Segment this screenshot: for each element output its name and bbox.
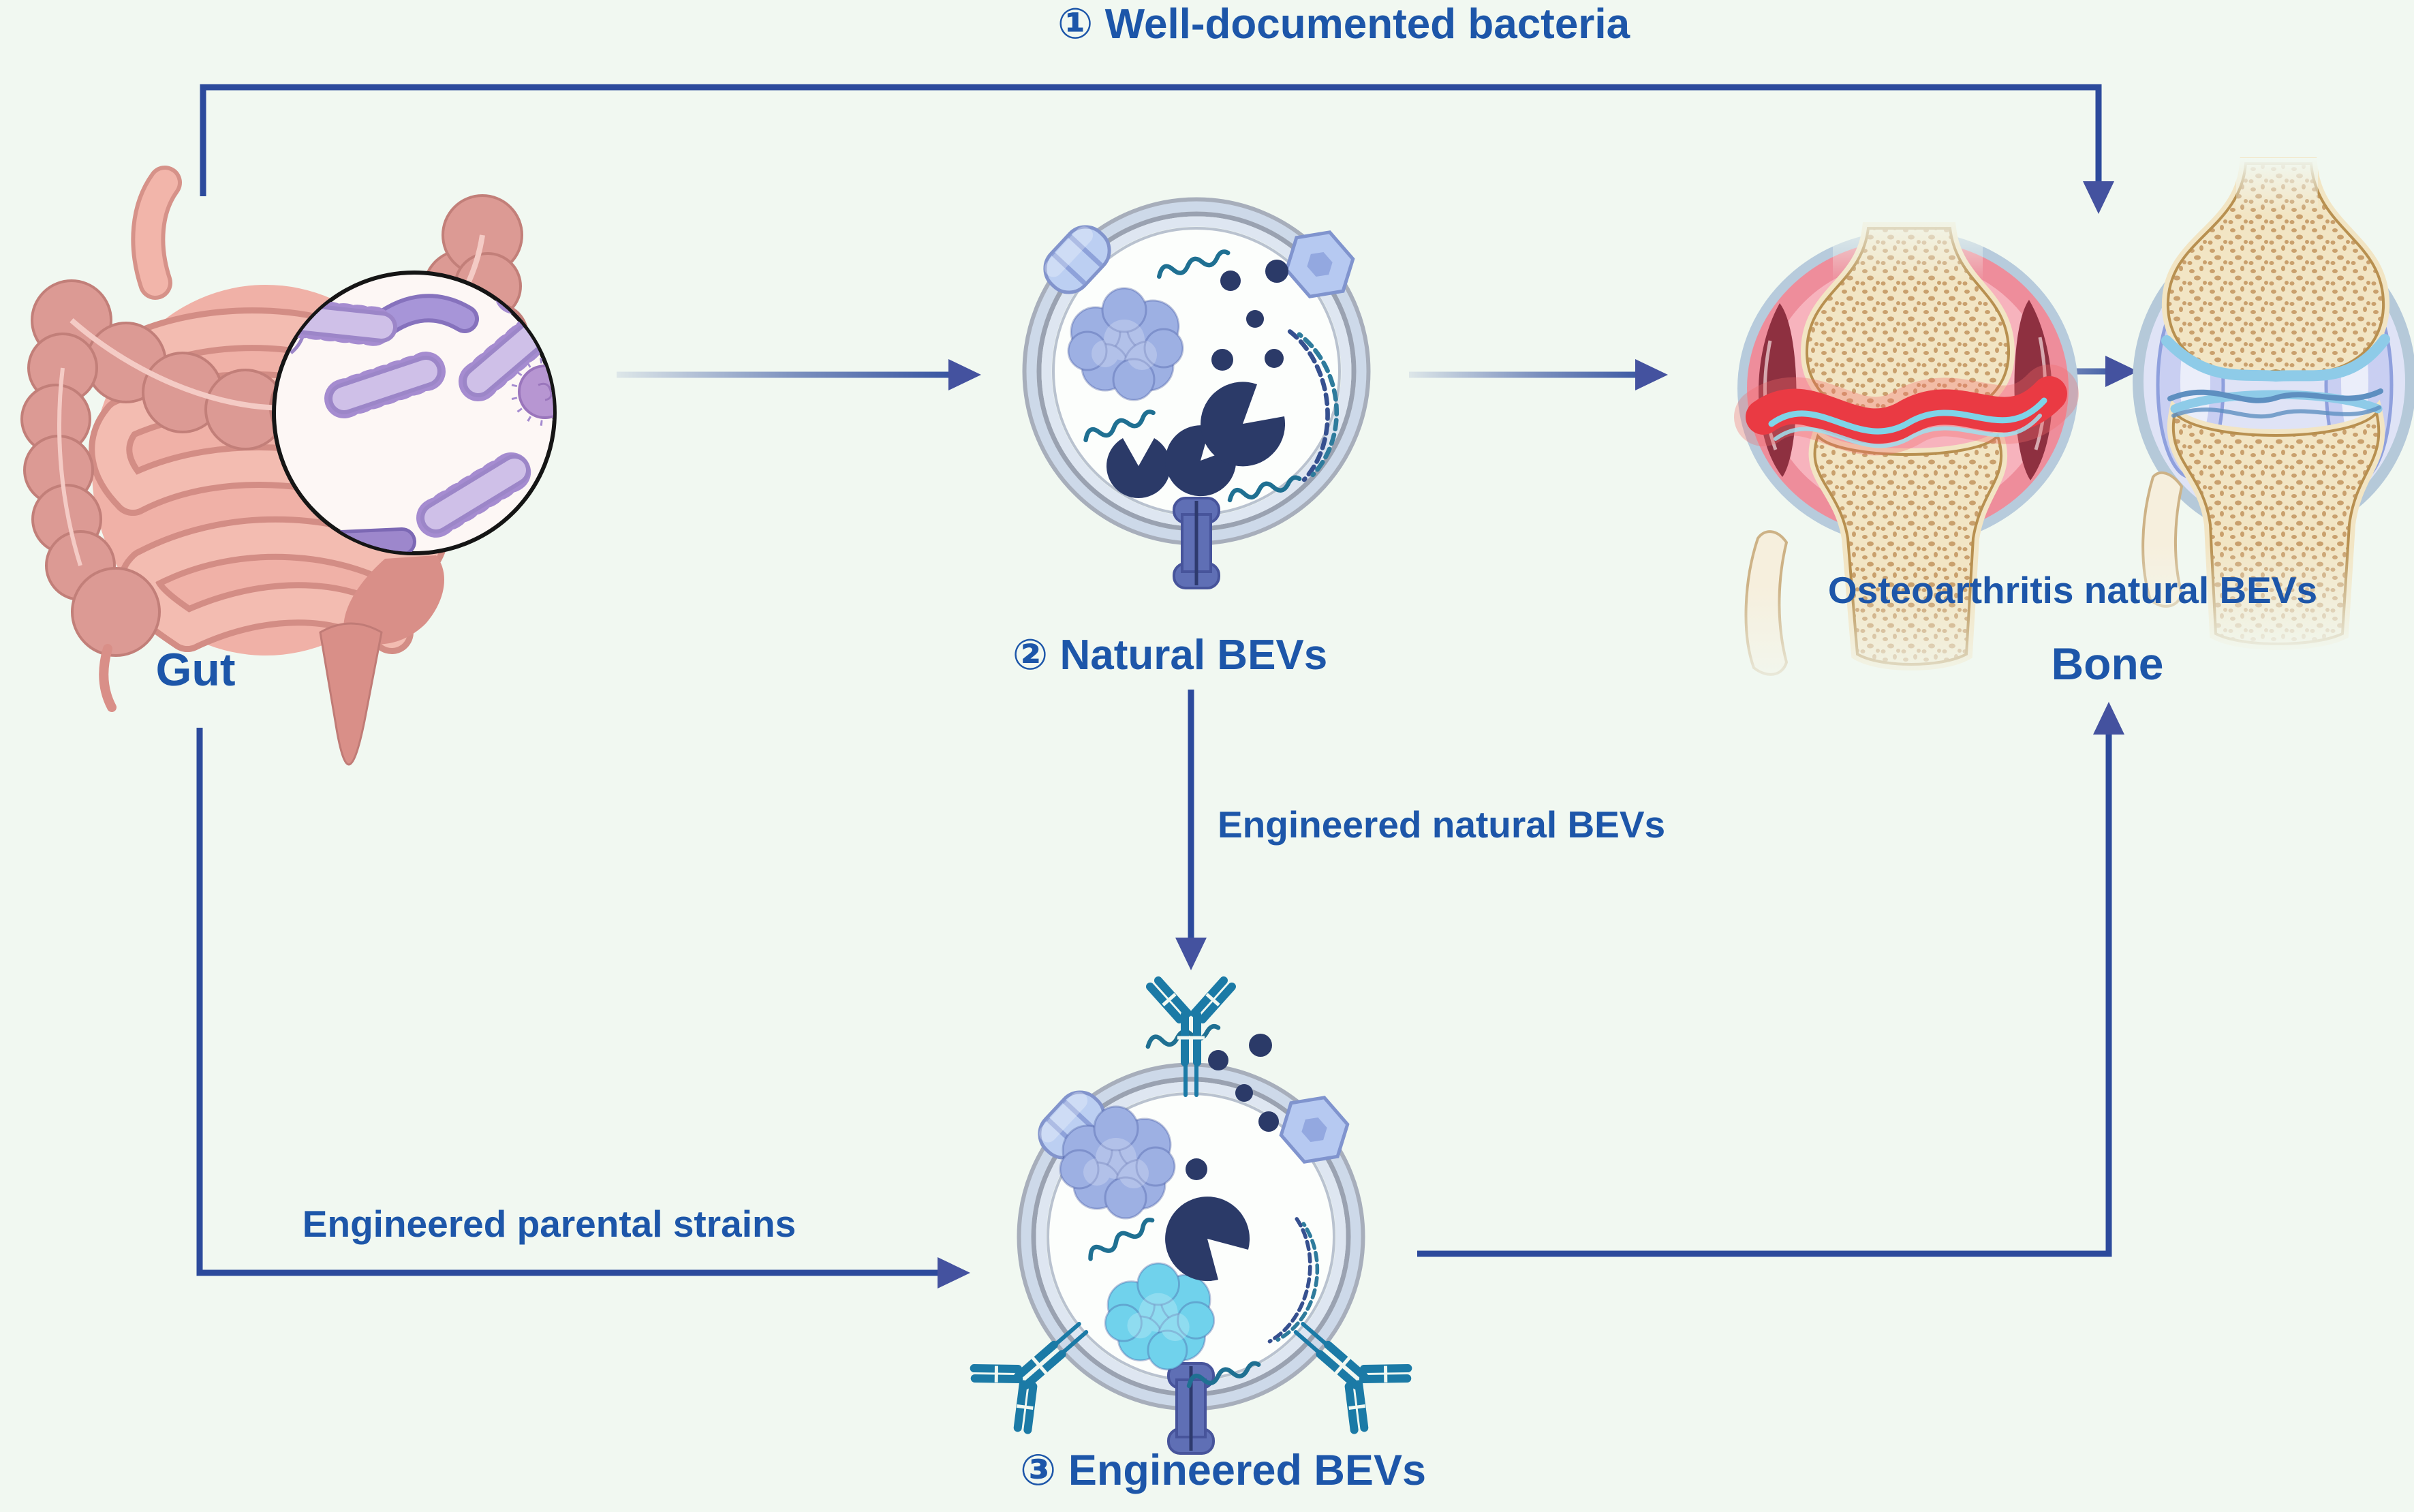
healthy-bone-joint	[2133, 158, 2414, 661]
gut-to-natural-bevs-arrow	[617, 359, 981, 390]
natural-to-engineered-bevs-arrow	[1175, 690, 1207, 970]
step3-label: ③ Engineered BEVs	[1019, 1447, 1427, 1494]
enzyme-pacman-icon	[1165, 1197, 1250, 1282]
cartilage-icon	[2161, 334, 2390, 419]
colon-crease-left	[57, 367, 82, 566]
step1-label: ① Well-documented bacteria	[1057, 1, 1630, 48]
cargo-dots-icon	[1186, 1034, 1279, 1180]
engineered-parental-strains-label: Engineered parental strains	[302, 1203, 796, 1245]
step2-label: ② Natural BEVs	[1012, 632, 1328, 679]
engineered-parental-strains-arrow	[196, 728, 970, 1289]
well-documented-bacteria-route-arrow	[200, 84, 2114, 214]
bone-label: Bone	[2051, 638, 2164, 689]
natural-bevs-to-osteoarthritis-arrow	[1409, 359, 1668, 390]
sigmoid-rectum-icon	[99, 555, 444, 766]
osteoarthritis-bevs-label: Osteoarthritis natural BEVs	[1827, 569, 2318, 611]
inflamed-joint-line-icon	[1734, 365, 2079, 456]
cargo-dots-icon	[1211, 260, 1288, 371]
engineered-bevs-to-bone-arrow	[1417, 702, 2124, 1257]
appendix-icon	[99, 644, 117, 712]
femur-bone-icon	[2168, 164, 2383, 373]
gut-label: Gut	[155, 644, 236, 696]
engineered-bevs-vesicle	[970, 981, 1412, 1453]
engineered-natural-bevs-label: Engineered natural BEVs	[1218, 803, 1666, 846]
osteoarthritis-joint	[1731, 204, 2079, 702]
bacterium-oval-icon	[497, 562, 604, 685]
arrows-layer	[196, 84, 2138, 1289]
natural-bevs-vesicle	[1025, 200, 1368, 588]
gut-illustration	[20, 166, 604, 766]
cartilage-line-icon	[1768, 397, 2047, 435]
duodenum-stub-icon	[131, 166, 182, 300]
enzyme-pacman-icon	[1107, 382, 1286, 498]
